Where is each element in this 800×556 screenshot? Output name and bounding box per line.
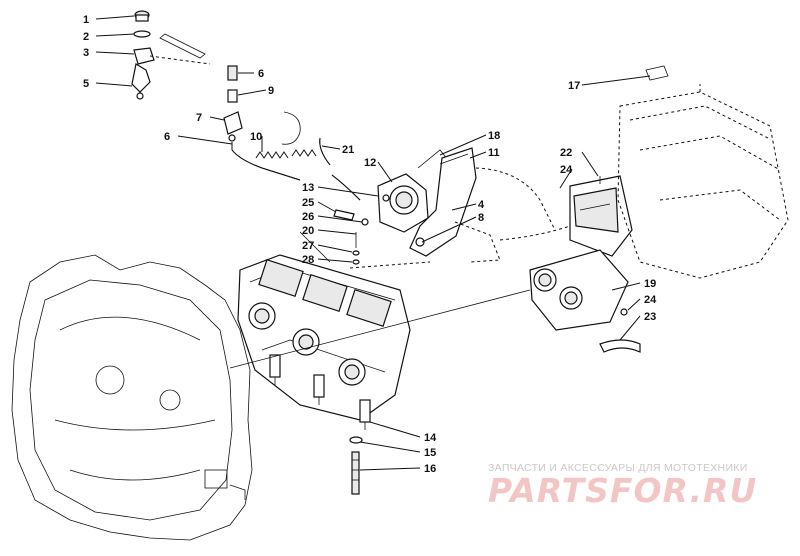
airbox-housing: [617, 65, 789, 279]
callout-19: 19: [644, 278, 656, 290]
springs: [255, 149, 317, 159]
callout-15: 15: [424, 447, 436, 459]
callout-14: 14: [424, 432, 437, 444]
callout-28: 28: [302, 254, 314, 266]
callout-labels: 1 2 3 5 6 9 7 6 10 21 12 18 11 13 25 26 …: [83, 14, 657, 475]
callout-12: 12: [364, 157, 376, 169]
callout-10: 10: [250, 131, 262, 143]
fuel-fittings: [131, 10, 301, 181]
watermark-tagline: ЗАПЧАСТИ И АКСЕССУАРЫ ДЛЯ МОТОТЕХНИКИ: [488, 462, 748, 474]
callout-3: 3: [83, 47, 89, 59]
callout-6b: 6: [164, 131, 170, 143]
callout-25: 25: [302, 197, 314, 209]
callout-8: 8: [478, 212, 484, 224]
callout-23: 23: [644, 311, 656, 323]
lower-parts: [349, 436, 363, 495]
callout-18: 18: [488, 130, 500, 142]
leader-lines: [95, 15, 651, 471]
leader-carb-silencer: [229, 289, 531, 369]
callout-26: 26: [302, 211, 314, 223]
hoses: [319, 137, 361, 201]
callout-7: 7: [196, 112, 202, 124]
callout-1: 1: [83, 14, 89, 26]
callout-11: 11: [488, 147, 500, 159]
callout-24a: 24: [560, 164, 573, 176]
callout-17: 17: [568, 80, 580, 92]
small-hardware: [333, 209, 369, 265]
engine-outline: [11, 254, 253, 541]
callout-24b: 24: [644, 294, 657, 306]
callout-6a: 6: [258, 68, 264, 80]
leader-hardware: [299, 231, 331, 263]
strap: [599, 308, 641, 353]
callout-2: 2: [83, 31, 89, 43]
watermark-logo: PARTSFOR.RU: [488, 471, 758, 510]
callout-21: 21: [342, 144, 354, 156]
callout-9: 9: [268, 85, 274, 97]
callout-13: 13: [302, 182, 314, 194]
intake-silencer: [529, 249, 629, 331]
callout-16: 16: [424, 463, 436, 475]
intake-adapter: [569, 175, 633, 257]
callout-22: 22: [560, 147, 572, 159]
callout-27: 27: [302, 240, 314, 252]
carburetor-assembly: [237, 254, 411, 430]
callout-4: 4: [478, 199, 485, 211]
callout-20: 20: [302, 225, 314, 237]
watermark: ЗАПЧАСТИ И АКСЕССУАРЫ ДЛЯ МОТОТЕХНИКИ PA…: [488, 462, 788, 508]
dashed-brackets: [349, 221, 571, 269]
callout-5: 5: [83, 78, 89, 90]
mounting-bracket: [409, 147, 556, 257]
